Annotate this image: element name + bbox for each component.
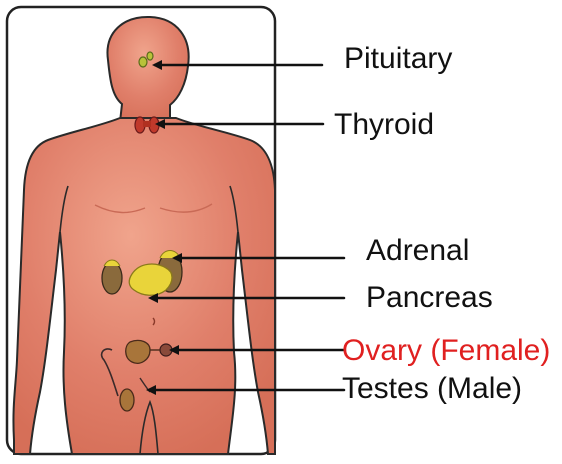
- thyroid-label: Thyroid: [334, 108, 434, 142]
- testes-label: Testes (Male): [342, 372, 522, 406]
- pancreas-label: Pancreas: [366, 281, 493, 315]
- pituitary-label: Pituitary: [344, 42, 452, 76]
- adrenal-label: Adrenal: [366, 234, 469, 268]
- ovary-label: Ovary (Female): [342, 334, 550, 368]
